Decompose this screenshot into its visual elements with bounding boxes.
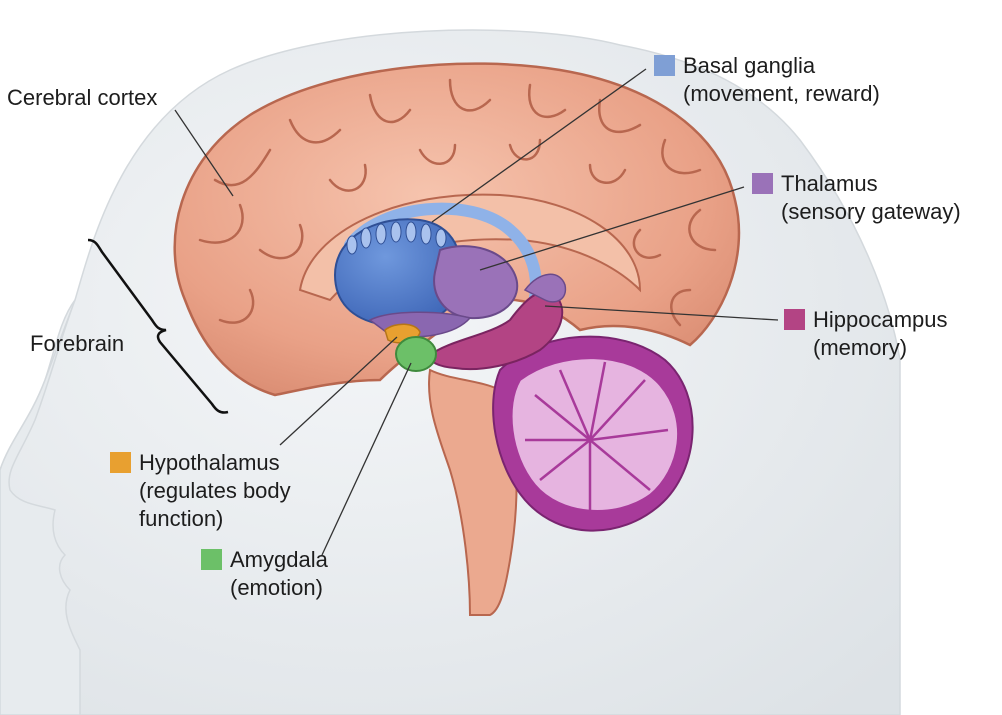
swatch-thalamus (752, 173, 773, 194)
label-thalamus: Thalamus (781, 171, 878, 196)
label-hippocampus: Hippocampus (813, 307, 948, 332)
leader-amygdala (321, 362, 412, 556)
label-hippocampus-desc: (memory) (813, 335, 908, 360)
leader-cerebral-cortex (174, 109, 234, 197)
leader-thalamus (479, 186, 745, 271)
basal-ganglia-striations (346, 221, 447, 255)
label-basal-ganglia: Basal ganglia (683, 53, 816, 78)
cortex-gyri (198, 78, 717, 327)
leader-lines (174, 68, 779, 556)
label-forebrain: Forebrain (30, 331, 125, 356)
hippocampus-tail (523, 273, 567, 303)
label-basal-ganglia-desc: (movement, reward) (683, 81, 880, 106)
leader-basal-ganglia (431, 68, 647, 223)
label-amygdala: Amygdala (230, 547, 328, 572)
leader-hypothalamus (279, 336, 398, 446)
label-hypothalamus: Hypothalamus (139, 450, 280, 475)
label-cerebral-cortex: Cerebral cortex (7, 85, 158, 110)
cerebellum-branches (525, 361, 669, 515)
label-hypothalamus-desc2: function) (139, 506, 224, 531)
hippocampus-shape (428, 290, 564, 371)
label-thalamus-desc: (sensory gateway) (781, 199, 961, 224)
label-hypothalamus-desc1: (regulates body (139, 478, 291, 503)
swatch-amygdala (201, 549, 222, 570)
leader-hippocampus (544, 305, 779, 321)
swatch-hypothalamus (110, 452, 131, 473)
swatch-basal-ganglia (654, 55, 675, 76)
face-profile (0, 299, 81, 715)
label-amygdala-desc: (emotion) (230, 575, 323, 600)
amygdala-shape (395, 336, 437, 372)
swatch-hippocampus (784, 309, 805, 330)
forebrain-bracket (87, 238, 229, 414)
